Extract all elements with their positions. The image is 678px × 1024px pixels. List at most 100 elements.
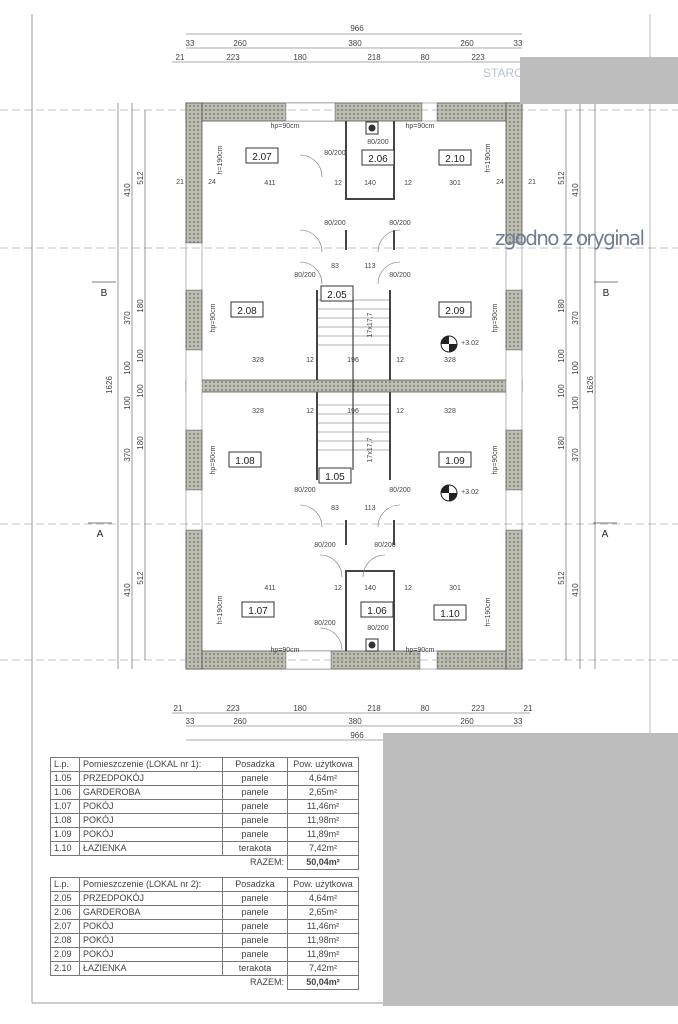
window xyxy=(185,242,203,291)
door-size-label: 80/200 xyxy=(294,487,316,494)
dimension-annotation: 411 xyxy=(264,180,275,187)
dimension-annotation: 12 xyxy=(334,585,342,592)
table-cell: 1.06 xyxy=(50,785,80,800)
section-mark: A xyxy=(602,529,609,540)
dimension-label: 80 xyxy=(421,704,430,713)
dimension-label: 21 xyxy=(174,704,183,713)
door-size-label: 80/200 xyxy=(367,625,389,632)
dimension-annotation: 113 xyxy=(364,263,375,270)
window xyxy=(505,489,523,531)
dimension-annotation: h=190cm xyxy=(485,143,492,172)
column-header: Pomieszczenie (LOKAL nr 1): xyxy=(79,757,223,772)
dimension-label: 260 xyxy=(233,39,247,48)
dimension-annotation: hp=90cm xyxy=(271,647,300,654)
table-cell: panele xyxy=(222,785,288,800)
dimension-label: 33 xyxy=(514,39,523,48)
section-mark: A xyxy=(97,529,104,540)
door-size-label: 80/200 xyxy=(389,272,411,279)
table-cell: ŁAZIENKA xyxy=(79,841,223,856)
table-cell: 2.09 xyxy=(50,947,80,962)
dimension-label: 180 xyxy=(293,704,307,713)
dimension-label: 1626 xyxy=(586,376,595,394)
room-label: 1.06 xyxy=(367,606,387,617)
dimension-annotation: 113 xyxy=(364,505,375,512)
dimension-label: 370 xyxy=(123,448,132,462)
column-header: Pow. użytkowa xyxy=(287,757,359,772)
dimension-annotation: 83 xyxy=(331,505,339,512)
table-cell: ŁAZIENKA xyxy=(79,961,223,976)
table-cell: PRZEDPOKÓJ xyxy=(79,771,223,786)
dimension-label: 100 xyxy=(571,361,580,375)
wall xyxy=(505,289,523,351)
total-value: 50,04m² xyxy=(287,975,359,990)
dimension-label: 1626 xyxy=(105,376,114,394)
table-cell: panele xyxy=(222,827,288,842)
dimension-annotation: hp=90cm xyxy=(492,445,499,474)
wall xyxy=(505,102,523,244)
wall xyxy=(185,289,203,351)
room-label: 2.06 xyxy=(368,154,388,165)
table-cell: panele xyxy=(222,919,288,934)
dimension-annotation: +3.02 xyxy=(461,489,479,496)
dimension-annotation: 12 xyxy=(404,180,412,187)
partition-wall xyxy=(316,290,318,380)
window xyxy=(421,102,438,122)
door-size-label: 80/200 xyxy=(314,620,336,627)
partition-wall xyxy=(345,570,347,651)
dimension-annotation: 328 xyxy=(252,408,264,415)
dimension-annotation: h=190cm xyxy=(217,595,224,624)
dimension-annotation: 21 xyxy=(528,179,536,186)
table-cell: panele xyxy=(222,771,288,786)
dimension-label: 180 xyxy=(136,436,145,450)
dimension-annotation: hp=90cm xyxy=(406,647,435,654)
door-size-label: 80/200 xyxy=(389,220,411,227)
door-swing xyxy=(299,504,323,528)
dimension-label: 21 xyxy=(524,704,533,713)
room-label: 2.08 xyxy=(237,306,257,317)
door-swing xyxy=(319,627,343,651)
dimension-label: 33 xyxy=(186,717,195,726)
room-label-box xyxy=(241,601,275,618)
total-row: RAZEM:50,04m² xyxy=(51,855,359,870)
dimension-annotation: 12 xyxy=(334,180,342,187)
dimension-annotation: 83 xyxy=(331,263,339,270)
door-swing xyxy=(319,554,343,578)
window xyxy=(285,102,336,122)
dimension-label: 21 xyxy=(176,53,185,62)
room-label-box xyxy=(438,301,472,318)
dimension-annotation: 328 xyxy=(252,357,264,364)
room-label: 2.10 xyxy=(445,154,465,165)
dimension-label: 223 xyxy=(226,53,240,62)
dimension-label: 218 xyxy=(367,704,381,713)
table-cell: 4,64m² xyxy=(287,771,359,786)
certified-copy-stamp: zgodno z oryginal xyxy=(495,226,645,250)
dimension-label: 260 xyxy=(233,717,247,726)
dimension-label: 100 xyxy=(123,361,132,375)
dimension-label: 100 xyxy=(136,349,145,363)
dimension-label: 223 xyxy=(226,704,240,713)
redacted-area xyxy=(520,57,678,104)
room-label: 1.05 xyxy=(325,472,345,483)
door-size-label: 80/200 xyxy=(389,487,411,494)
dimension-label: 410 xyxy=(571,583,580,597)
room-label-box xyxy=(228,451,262,468)
dimension-annotation: 17x17,7 xyxy=(367,437,374,462)
dimension-label: 410 xyxy=(571,183,580,197)
redacted-area xyxy=(383,733,678,1006)
table-cell: 11,98m² xyxy=(287,933,359,948)
dimension-annotation: 12 xyxy=(396,408,404,415)
table-cell: 4,64m² xyxy=(287,891,359,906)
table-cell: 2.07 xyxy=(50,919,80,934)
partition-wall xyxy=(389,290,391,380)
door-swing xyxy=(299,229,323,253)
table-cell: 2,65m² xyxy=(287,785,359,800)
table-cell: 11,46m² xyxy=(287,919,359,934)
